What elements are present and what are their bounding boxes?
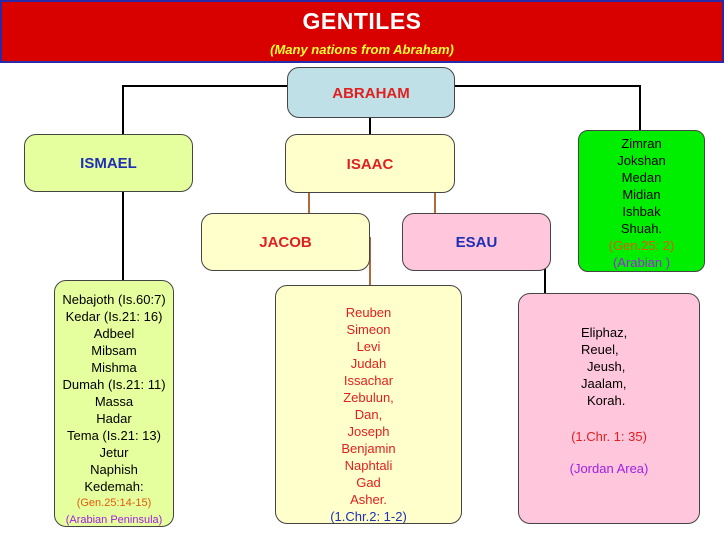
son-name: Dumah (Is.21: 11): [62, 377, 166, 392]
son-name: Mishma: [91, 360, 137, 375]
son-name: Reuben: [345, 305, 392, 320]
son-name: Jetur: [99, 445, 129, 460]
esau-sons-node: Eliphaz, Reuel, Jeush, Jaalam, Korah. (1…: [518, 293, 700, 524]
connector-jacob-sons: [369, 237, 371, 285]
jacob-label: JACOB: [259, 234, 312, 251]
connector-ismael-sons: [122, 190, 124, 280]
son-name: Adbeel: [93, 326, 135, 341]
son-name: Asher.: [350, 492, 387, 507]
isaac-label: ISAAC: [346, 156, 394, 173]
son-name: Jeush,: [587, 359, 626, 374]
son-name: Issachar: [343, 373, 394, 388]
scripture-ref: (Gen.25: 2): [608, 238, 675, 253]
son-name: Nebajoth (Is.60:7): [62, 292, 166, 307]
scripture-ref: (1.Chr.2: 1-2): [330, 509, 407, 524]
isaac-node: ISAAC: [285, 134, 455, 193]
son-name: Medan: [621, 170, 662, 185]
region-label: (Arabian ): [612, 255, 671, 270]
son-name: Ishbak: [622, 204, 661, 219]
abraham-node: ABRAHAM: [287, 67, 455, 118]
scripture-ref: (Gen.25:14-15): [76, 497, 152, 509]
region-label: (Arabian Peninsula): [65, 514, 163, 526]
connector-abraham-isaac: [369, 118, 371, 134]
connector-ismael-down: [122, 85, 124, 140]
son-name: Jokshan: [617, 153, 666, 168]
son-name: Eliphaz,: [581, 325, 628, 340]
son-name: Jaalam,: [581, 376, 627, 391]
title-banner: GENTILES (Many nations from Abraham): [0, 0, 724, 63]
connector-keturah-down: [639, 85, 641, 130]
son-name: Kedemah:: [84, 479, 144, 494]
son-name: Hadar: [96, 411, 132, 426]
son-name: Simeon: [346, 322, 391, 337]
page-title: GENTILES: [302, 8, 422, 34]
jacob-node: JACOB: [201, 213, 370, 271]
son-name: Mibsam: [91, 343, 137, 358]
esau-label: ESAU: [455, 234, 498, 251]
ismael-label: ISMAEL: [80, 155, 137, 172]
son-name: Massa: [94, 394, 134, 409]
son-name: Kedar (Is.21: 16): [65, 309, 163, 324]
page-subtitle: (Many nations from Abraham): [270, 42, 454, 57]
son-name: Tema (Is.21: 13): [67, 428, 161, 443]
son-name: Midian: [622, 187, 661, 202]
connector-isaac-esau: [434, 193, 436, 213]
son-name: Zebulun,: [343, 390, 394, 405]
connector-isaac-bar: [308, 193, 310, 213]
son-name: Joseph: [347, 424, 390, 439]
son-name: Gad: [356, 475, 381, 490]
esau-node: ESAU: [402, 213, 551, 271]
keturah-sons-node: Zimran Jokshan Medan Midian Ishbak Shuah…: [578, 130, 705, 272]
jacob-sons-node: Reuben Simeon Levi Judah Issachar Zebulu…: [275, 285, 462, 524]
son-name: Judah: [350, 356, 387, 371]
abraham-label: ABRAHAM: [332, 85, 410, 102]
son-name: Levi: [356, 339, 381, 354]
son-name: Reuel,: [581, 342, 619, 357]
son-name: Benjamin: [341, 441, 396, 456]
son-name: Naphish: [90, 462, 138, 477]
scripture-ref: (1.Chr. 1: 35): [571, 429, 647, 444]
son-name: Naphtali: [344, 458, 393, 473]
ismael-sons-node: Nebajoth (Is.60:7) Kedar (Is.21: 16) Adb…: [54, 280, 174, 527]
region-label: (Jordan Area): [569, 461, 649, 476]
son-name: Dan,: [354, 407, 383, 422]
ismael-node: ISMAEL: [24, 134, 193, 192]
son-name: Korah.: [587, 393, 626, 408]
son-name: Zimran: [621, 136, 662, 151]
son-name: Shuah.: [620, 221, 663, 236]
